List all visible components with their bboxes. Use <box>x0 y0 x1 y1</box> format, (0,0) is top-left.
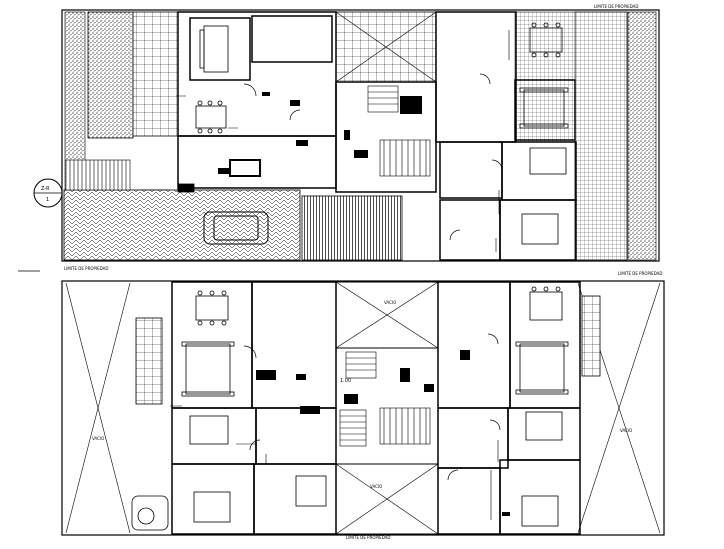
limite-propiedad-label-top: LIMITE DE PROPIEDAD <box>594 4 638 9</box>
furniture-icon <box>131 286 569 531</box>
section-marker: Z-R 1 <box>33 178 63 208</box>
void-center-bottom: VACIO <box>335 463 439 535</box>
svg-text:Z-R: Z-R <box>41 186 50 192</box>
void-center-top: VACIO <box>335 281 439 349</box>
furniture-icon <box>177 22 569 245</box>
limite-propiedad-label-bottom: LIMITE DE PROPIEDAD <box>64 266 108 271</box>
limite-propiedad-label-right: LIMITE DE PROPIEDAD <box>618 271 662 276</box>
stair-icon <box>339 351 431 447</box>
lower-floor-plan: VACIO VACIO VACIO VACIO <box>61 280 665 540</box>
upper-floor-plan: LIMITE DE PROPIEDAD LIMITE DE PROPIEDAD … <box>18 4 662 276</box>
car-icon <box>203 211 269 245</box>
elevation-label: 1.00 <box>340 378 351 384</box>
void-left: VACIO <box>65 282 131 534</box>
svg-text:VACIO: VACIO <box>384 300 396 305</box>
svg-text:1: 1 <box>46 197 49 203</box>
stair-icon <box>65 85 431 191</box>
svg-text:VACIO: VACIO <box>92 436 104 441</box>
door-swing-icon <box>243 73 503 241</box>
door-swing-icon <box>243 333 501 481</box>
limite-propiedad-label-bottom-plan: LIMITE DE PROPIEDAD <box>346 535 390 540</box>
svg-text:VACIO: VACIO <box>370 484 382 489</box>
svg-text:VACIO: VACIO <box>620 428 632 433</box>
